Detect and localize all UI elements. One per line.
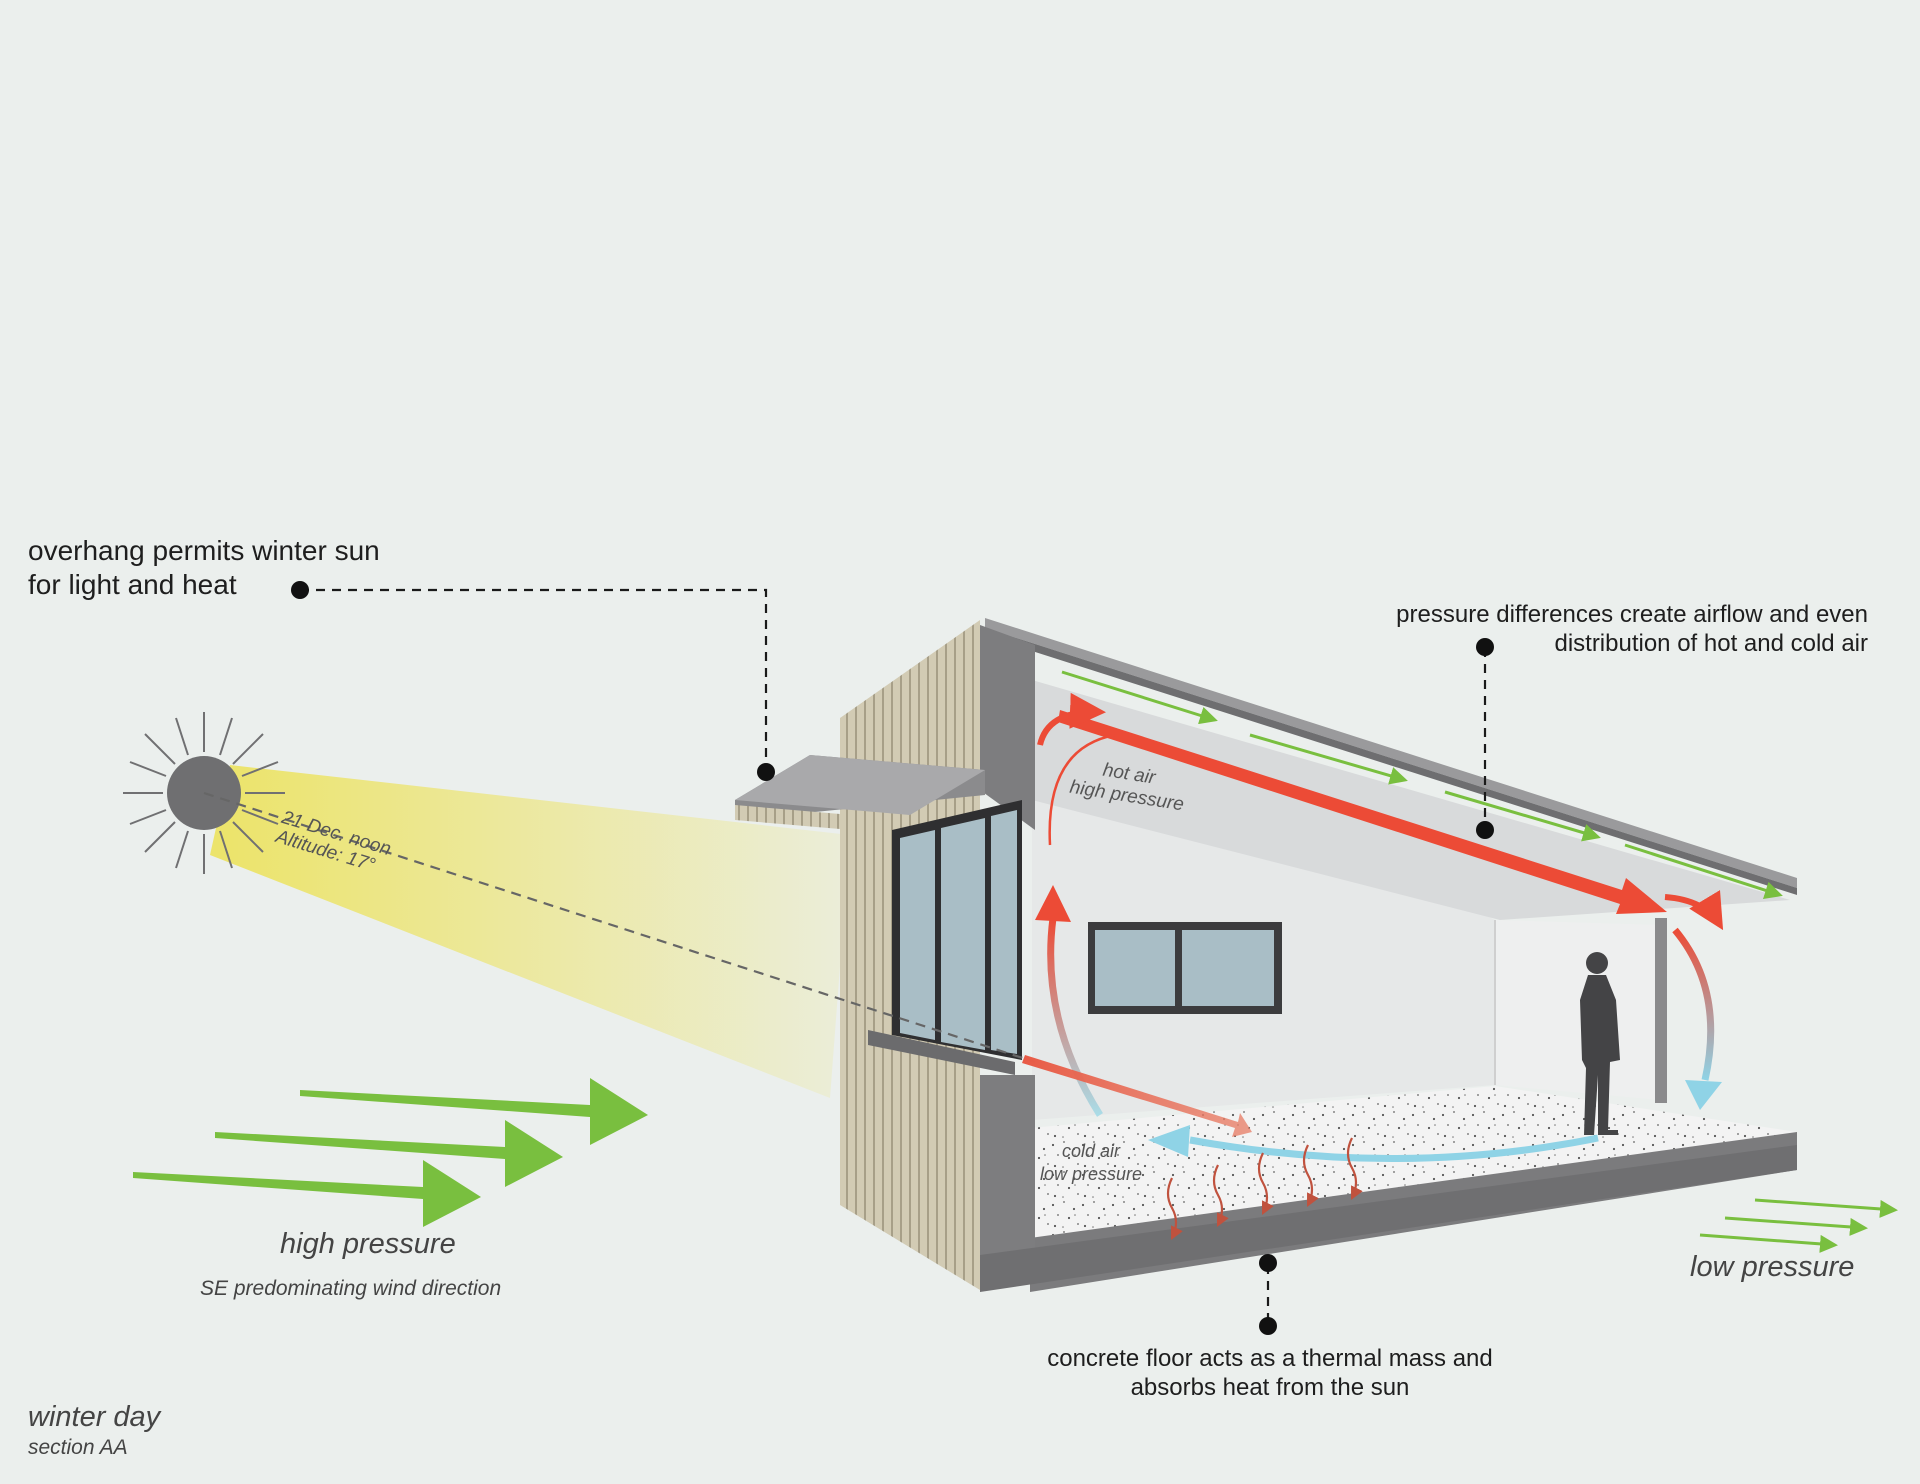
callout-dot-overhang-end [757, 763, 775, 781]
callout-leaders [300, 588, 1487, 1325]
hot-air-descending-arrow [1672, 927, 1715, 1081]
overhang-top [735, 755, 985, 815]
roof-wind-arrows [1061, 670, 1783, 899]
right-column [1655, 918, 1667, 1103]
pressure-callout: pressure differences create airflow and … [1396, 600, 1868, 659]
low-pressure-wind-arrows [1699, 1198, 1898, 1253]
pressure-callout-line-2: distribution of hot and cold air [1554, 630, 1868, 658]
floor-callout: concrete floor acts as a thermal mass an… [1020, 1344, 1520, 1403]
cold-air-arrow [1148, 1125, 1599, 1163]
cold-air-label: cold air low pressure [1040, 1140, 1142, 1185]
hot-air-main-arrow [1058, 710, 1667, 914]
sun-altitude-line [203, 791, 1036, 1064]
low-pressure-label: low pressure [1690, 1251, 1855, 1283]
overhang-callout: overhang permits winter sun for light an… [28, 534, 380, 602]
callout-dot-floor-end [1259, 1317, 1277, 1335]
caption: winter day section AA [28, 1400, 160, 1461]
side-wall-right [1495, 920, 1660, 1100]
high-pressure-label: high pressure [280, 1228, 456, 1260]
section-wall-lower [980, 1075, 1035, 1290]
pressure-callout-line-1: pressure differences create airflow and … [1396, 601, 1868, 628]
callout-dot-floor [1259, 1254, 1277, 1272]
floor-callout-line-2: absorbs heat from the sun [1130, 1374, 1410, 1402]
window-sill [868, 1030, 1015, 1075]
cold-air-label-line-2: low pressure [1040, 1163, 1143, 1184]
cold-air-label-line-1: cold air [1062, 1141, 1121, 1161]
back-wall-window [1088, 922, 1282, 1014]
caption-subtitle: section AA [28, 1436, 128, 1460]
caption-title: winter day [28, 1401, 161, 1433]
floor-base [980, 1145, 1797, 1292]
wind-direction-label: SE predominating wind direction [200, 1277, 502, 1300]
roof [985, 618, 1797, 888]
high-pressure-wind-arrows [133, 1078, 648, 1227]
floor-callout-line-1: concrete floor acts as a thermal mass an… [1047, 1345, 1493, 1372]
sun-heat-ray [1022, 1055, 1252, 1137]
heat-absorption-arrows [1166, 1137, 1363, 1240]
tall-window [892, 800, 1022, 1060]
callout-dot-pressure-end [1476, 821, 1494, 839]
person-silhouette [1580, 952, 1620, 1135]
hot-air-arrows [1022, 692, 1724, 1137]
section-wall-upper [980, 625, 1035, 830]
sun-beam [210, 765, 850, 1098]
ceiling-plane [1032, 680, 1790, 920]
callout-dot-overhang [291, 581, 309, 599]
hot-air-rising-arrow [1047, 917, 1103, 1117]
overhang-callout-line-1: overhang permits winter sun [28, 535, 380, 566]
overhang-callout-line-2: for light and heat [28, 569, 237, 601]
callout-dot-pressure [1476, 638, 1494, 656]
